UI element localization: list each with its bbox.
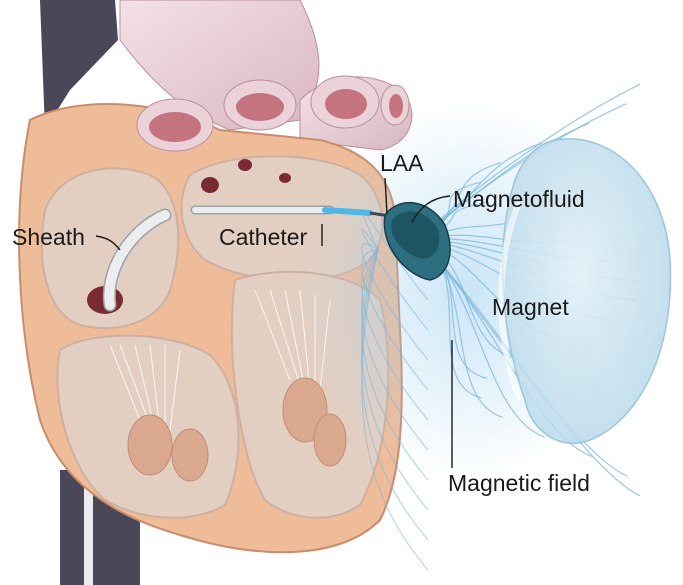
- field-line: [417, 83, 641, 241]
- catheter-tube: [190, 205, 391, 218]
- magnetofluid-blob: [391, 211, 440, 259]
- papillary-muscles: [127, 377, 347, 482]
- label-magnetic-field: Magnetic field: [448, 470, 590, 496]
- field-line: [361, 249, 429, 571]
- field-line: [361, 249, 429, 421]
- right-atrium: [41, 167, 180, 330]
- sheath-tube: [102, 208, 172, 312]
- label-laa: LAA: [380, 150, 424, 176]
- field-line: [361, 249, 429, 451]
- label-sheath: Sheath: [12, 224, 85, 250]
- magnet: [501, 138, 672, 445]
- field-line: [361, 249, 429, 511]
- label-magnet: Magnet: [492, 294, 569, 320]
- label-catheter: Catheter: [219, 224, 308, 250]
- leader-lines: [95, 177, 453, 468]
- field-line: [361, 209, 429, 301]
- field-line: [361, 249, 429, 481]
- field-line: [361, 249, 429, 541]
- vessel-openings: [136, 75, 410, 152]
- label-magnetofluid: Magnetofluid: [453, 186, 585, 212]
